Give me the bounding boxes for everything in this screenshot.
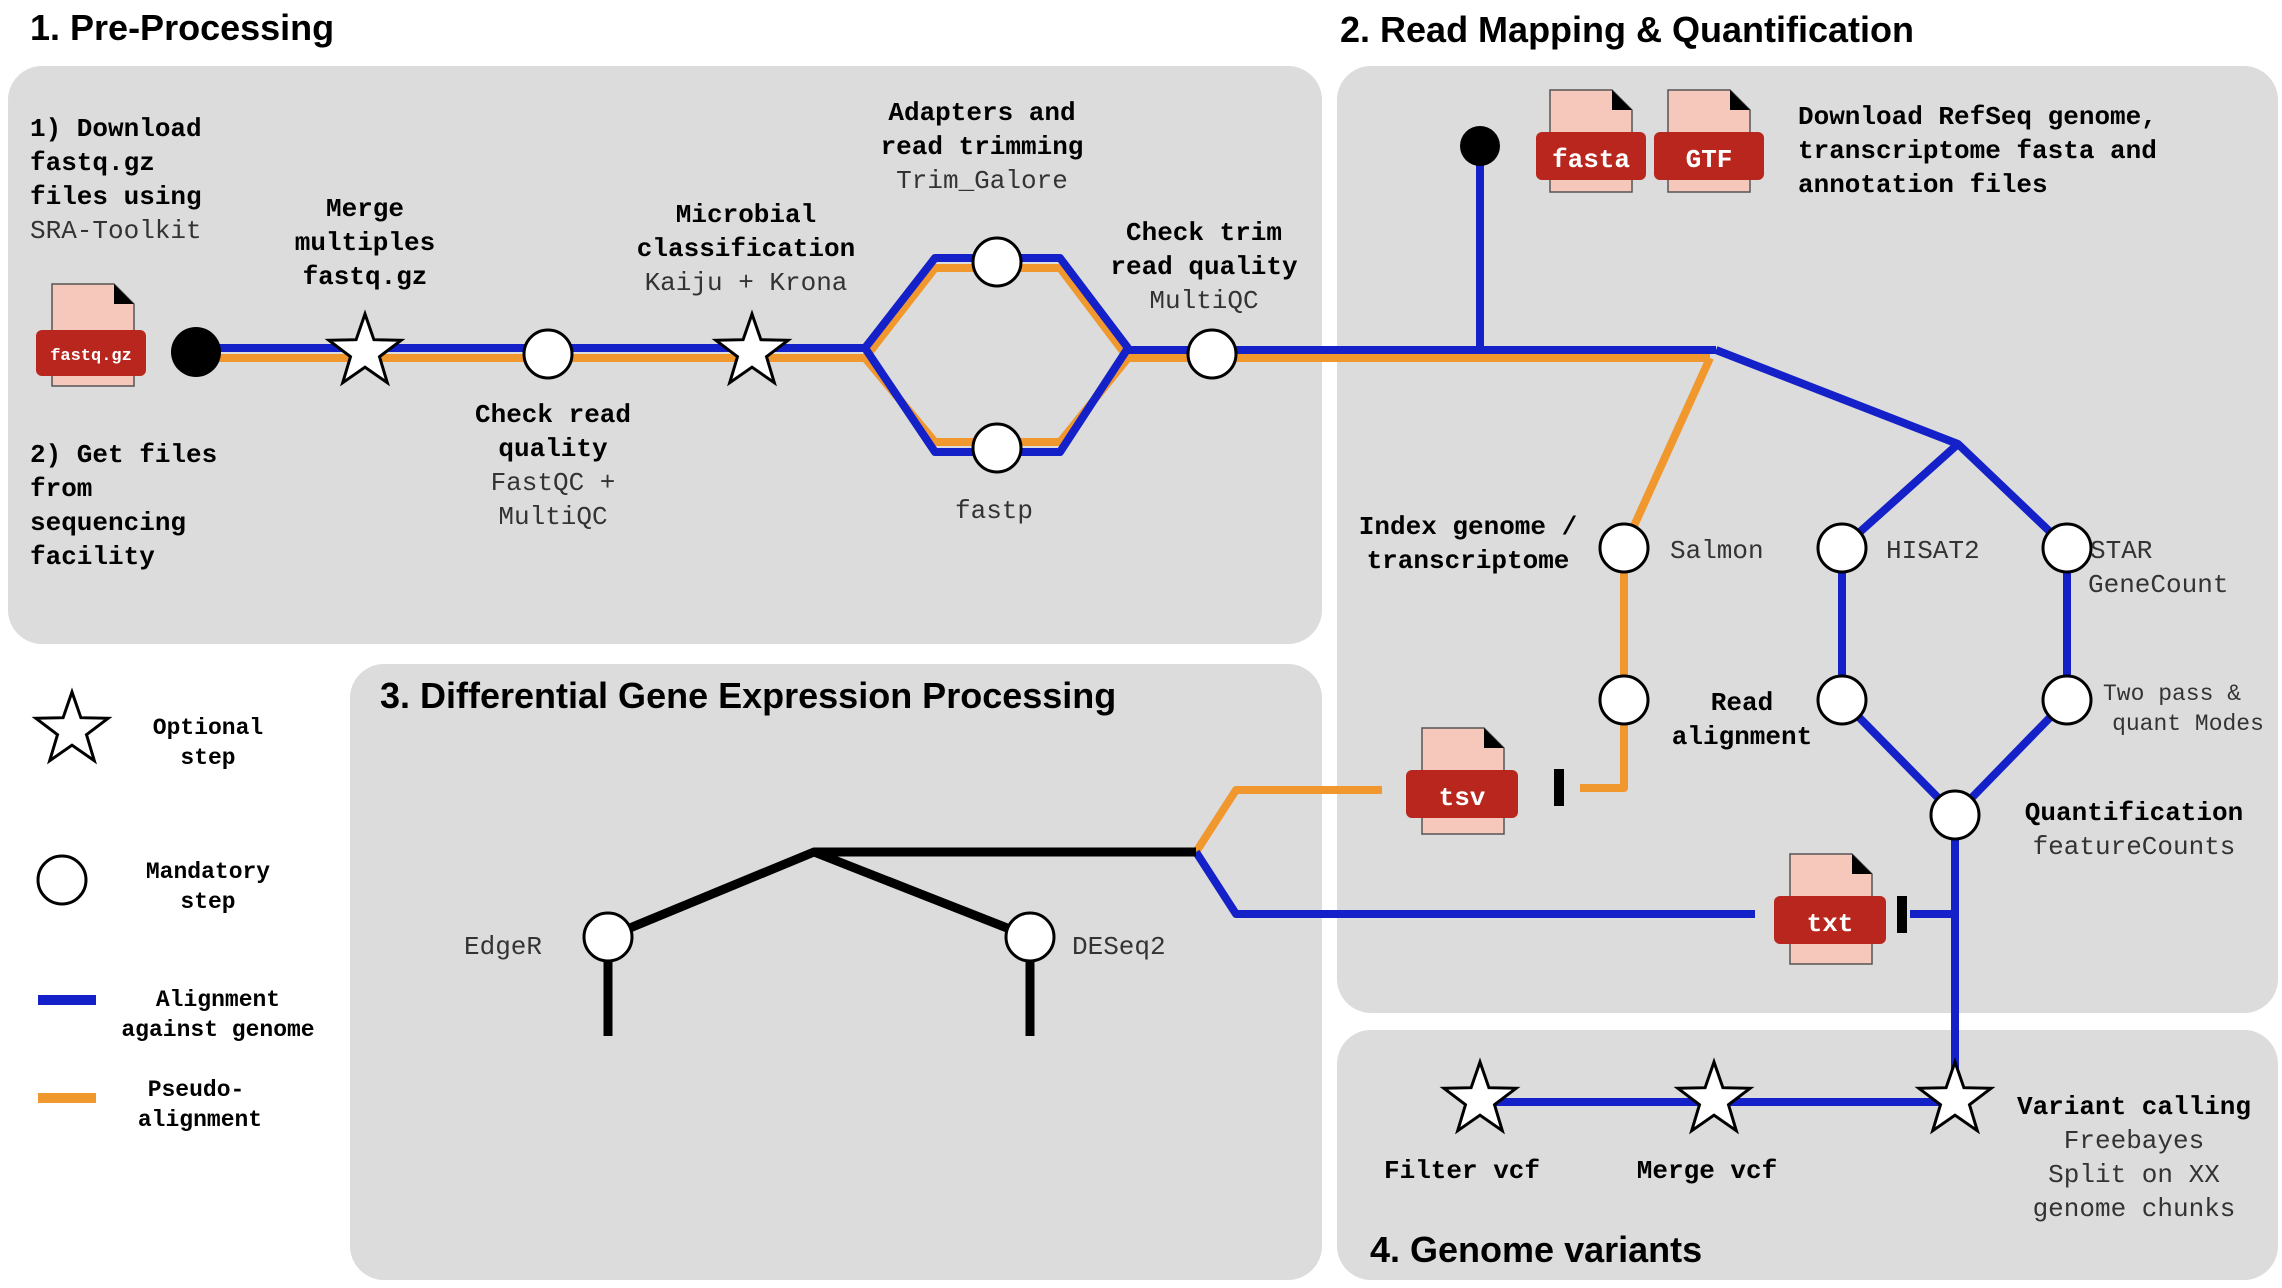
label-featurecounts: featureCounts [2033, 832, 2236, 862]
legend-alignment-label-2: against genome [121, 1017, 314, 1043]
file-icon-txt: txt [1774, 853, 1886, 965]
legend-mandatory-label-2: step [180, 889, 235, 915]
label-refseq-2: transcriptome fasta and [1798, 136, 2157, 166]
label-fastp: fastp [955, 496, 1033, 526]
label-merge-vcf: Merge vcf [1637, 1156, 1777, 1186]
file-icon-fastq: fastq.gz [36, 283, 146, 387]
node-fastp [971, 422, 1023, 474]
panel-genome-variants [1337, 1030, 2278, 1280]
file-icon-gtf: GTF [1654, 89, 1764, 193]
label-merge-1: Merge [326, 194, 404, 224]
label-index-1: Index genome / [1359, 512, 1577, 542]
label-microbial-2: classification [637, 234, 855, 264]
file-label-gtf: GTF [1686, 145, 1733, 175]
label-split-chunks-1: Split on XX [2048, 1160, 2220, 1190]
label-edger: EdgeR [464, 932, 542, 962]
node-hisat2-index [1816, 522, 1868, 574]
legend-pseudo-label-1: Pseudo- [148, 1077, 245, 1103]
label-merge-2: multiples [295, 228, 435, 258]
file-label-fastq: fastq.gz [50, 347, 132, 366]
node-check-read-quality [522, 328, 574, 380]
label-filter-vcf: Filter vcf [1384, 1156, 1540, 1186]
label-read-alignment-2: alignment [1672, 722, 1812, 752]
legend-mandatory-icon [36, 854, 88, 906]
label-merge-3: fastq.gz [303, 262, 428, 292]
label-download-2: fastq.gz [30, 148, 155, 178]
label-check-trim-2: read quality [1110, 252, 1298, 282]
node-edger [582, 911, 634, 963]
node-featurecounts [1929, 789, 1981, 841]
label-star-1: STAR [2090, 536, 2152, 566]
node-deseq2 [1004, 911, 1056, 963]
section-title-variants: 4. Genome variants [1370, 1229, 1702, 1270]
label-check-read-1: Check read [475, 400, 631, 430]
legend-optional-icon [31, 687, 113, 765]
label-download-1: 1) Download [30, 114, 202, 144]
legend-mandatory-label-1: Mandatory [146, 859, 270, 885]
node-trim-galore [971, 236, 1023, 288]
label-adapters-1: Adapters and [888, 98, 1075, 128]
label-hisat2: HISAT2 [1886, 536, 1980, 566]
start-dot-pre [171, 327, 221, 377]
label-get-files-4: facility [30, 542, 155, 572]
star-icon-merge-vcf [1673, 1057, 1755, 1135]
label-adapters-2: read trimming [881, 132, 1084, 162]
label-get-files-2: from [30, 474, 92, 504]
label-star-2: GeneCount [2088, 570, 2228, 600]
label-check-read-2: quality [498, 434, 608, 464]
label-check-trim-1: Check trim [1126, 218, 1282, 248]
label-download-3: files using [30, 182, 202, 212]
legend-optional-label-2: step [180, 745, 235, 771]
label-get-files-1: 2) Get files [30, 440, 217, 470]
legend-optional-label-1: Optional [153, 715, 263, 741]
label-get-files-3: sequencing [30, 508, 186, 538]
file-label-txt: txt [1807, 909, 1854, 939]
terminal-bars [1554, 769, 1907, 933]
label-download-tool: SRA-Toolkit [30, 216, 202, 246]
label-freebayes: Freebayes [2064, 1126, 2204, 1156]
label-refseq-1: Download RefSeq genome, [1798, 102, 2157, 132]
label-two-pass-2: quant Modes [2112, 711, 2264, 737]
section-title-mapping: 2. Read Mapping & Quantification [1340, 9, 1914, 50]
file-icon-fasta: fasta [1536, 89, 1646, 193]
panel-read-mapping [1337, 66, 2278, 1013]
legend-pseudo-label-2: alignment [138, 1107, 262, 1133]
label-check-read-tool-2: MultiQC [498, 502, 607, 532]
star-icon-merge [324, 309, 406, 387]
label-quantification: Quantification [2025, 798, 2243, 828]
file-label-fasta: fasta [1552, 145, 1630, 175]
panel-dge [350, 664, 1322, 1280]
legend-alignment-label-1: Alignment [156, 987, 280, 1013]
label-split-chunks-2: genome chunks [2033, 1194, 2236, 1224]
label-refseq-3: annotation files [1798, 170, 2048, 200]
label-check-trim-tool: MultiQC [1149, 286, 1258, 316]
section-title-dge: 3. Differential Gene Expression Processi… [380, 675, 1116, 716]
label-microbial-1: Microbial [676, 200, 816, 230]
file-label-tsv: tsv [1439, 783, 1486, 813]
file-icon-tsv: tsv [1406, 727, 1518, 835]
star-icon-variant-calling [1914, 1057, 1996, 1135]
label-variant-calling: Variant calling [2017, 1092, 2251, 1122]
label-check-read-tool-1: FastQC + [491, 468, 616, 498]
star-icon-microbial [711, 309, 793, 387]
node-salmon-quant [1598, 674, 1650, 726]
node-check-trim-quality [1186, 328, 1238, 380]
section-title-pre: 1. Pre-Processing [30, 7, 334, 48]
label-deseq2: DESeq2 [1072, 932, 1166, 962]
star-icon-filter-vcf [1439, 1057, 1521, 1135]
node-star-align [2041, 674, 2093, 726]
label-salmon: Salmon [1670, 536, 1764, 566]
start-dot-mapping [1460, 126, 1500, 166]
label-microbial-tool: Kaiju + Krona [645, 268, 848, 298]
node-salmon-index [1598, 522, 1650, 574]
label-two-pass-1: Two pass & [2103, 681, 2241, 707]
node-star-index [2041, 522, 2093, 574]
label-index-2: transcriptome [1367, 546, 1570, 576]
label-read-alignment-1: Read [1711, 688, 1773, 718]
node-hisat2-align [1816, 674, 1868, 726]
label-adapters-tool: Trim_Galore [896, 166, 1068, 196]
